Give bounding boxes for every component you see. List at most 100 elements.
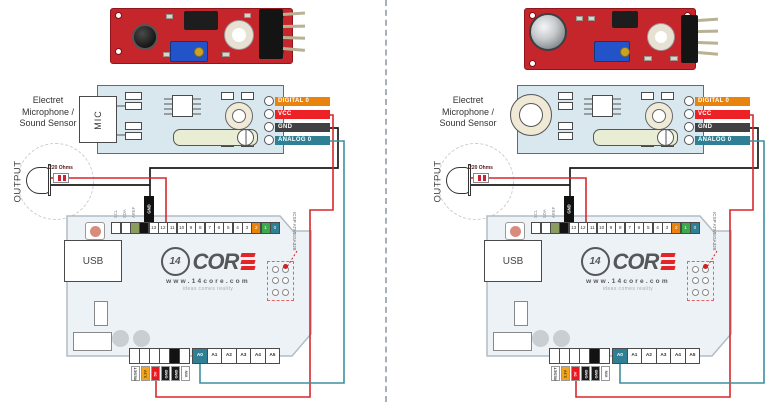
smd-part [125, 132, 142, 140]
schematic-pot [593, 129, 678, 146]
icsp-marker-dot [703, 264, 708, 269]
analog-pin: A4 [670, 348, 686, 364]
resistor-value-label: 220 Ohms [469, 165, 493, 171]
wire-led-pin12 [69, 177, 167, 222]
icsp-header [687, 261, 714, 301]
output-label: OUTPUT [12, 160, 24, 203]
logo-url: www.14core.com [166, 278, 250, 285]
wire-analog-a0 [619, 140, 765, 384]
reset-button-cap [510, 226, 521, 237]
reset-button-cap [90, 226, 101, 237]
reset-button [505, 222, 525, 240]
sensor-photo [524, 4, 724, 74]
photo-passive [163, 52, 170, 57]
led-flange [48, 164, 51, 196]
power-pin [179, 348, 190, 364]
microphone-icon [132, 24, 158, 50]
icsp-label: ICSP ATMEGA328 [712, 212, 717, 251]
power-pin-tag: 5V [571, 366, 580, 381]
icsp-pin [702, 288, 710, 296]
smd-part [558, 122, 573, 130]
power-pin-tag-label: 3.3V [562, 369, 568, 378]
analog-pin: A0 [612, 348, 628, 364]
photo-passive [222, 52, 230, 57]
smd-part [641, 92, 654, 100]
logo-tagline: ideas comes reality [602, 286, 654, 292]
pin-circle [264, 122, 274, 132]
analog-pin: A5 [684, 348, 700, 364]
capacitor [133, 330, 150, 347]
board-logo: 14 COR www.14core.com ideas comes realit… [142, 247, 274, 299]
smd-part [125, 92, 142, 100]
sensor-pin-tag: GND [275, 123, 330, 132]
power-jack [493, 332, 532, 351]
capacitor [532, 330, 549, 347]
logo-badge-text: 14 [169, 256, 181, 267]
logo-word: COR [192, 248, 240, 274]
sensor-photo [106, 2, 306, 68]
led-icon [446, 167, 470, 194]
pin-label-scl: SCL [112, 209, 118, 218]
sensor-pin-tag: DIGITAL 0 [695, 97, 750, 106]
caption-line: Electret [32, 95, 64, 105]
capacitor [553, 330, 570, 347]
logo-row: 14 COR [142, 247, 274, 276]
led-flange [468, 164, 471, 196]
pin-label-sda: SDA [121, 209, 127, 218]
pin-circle [684, 109, 694, 119]
schematic-ic [172, 95, 193, 117]
power-pin-tag-label: GND [163, 369, 169, 378]
photo-passive [644, 56, 652, 61]
microphone-icon [529, 13, 567, 51]
analog-pin: A0 [192, 348, 208, 364]
power-pin-tag-label: 5V [572, 371, 578, 376]
sensor-pin-tag: DIGITAL 0 [275, 97, 330, 106]
output-dashed-circle [17, 143, 94, 220]
mic-stub-lines [117, 105, 125, 136]
power-pin-tag: 5V [151, 366, 160, 381]
power-pin-tag: 3.3V [561, 366, 570, 381]
smd-part [125, 102, 142, 110]
icsp-pin [282, 277, 290, 285]
pin-label-sda: SDA [541, 209, 547, 218]
power-pin-tag: GND [161, 366, 170, 381]
icsp-label: ICSP ATMEGA328 [292, 212, 297, 251]
usb-label: USB [82, 255, 104, 267]
wiring-overlay [51, 98, 345, 398]
sensor-caption: Electret Microphone / Sound Sensor [0, 95, 96, 130]
sensor-caption: Electret Microphone / Sound Sensor [420, 95, 516, 130]
usb-port: USB [64, 240, 122, 282]
pin-circle [264, 96, 274, 106]
photo-passive [588, 16, 595, 21]
caption-line: Microphone / [441, 106, 495, 117]
analog-pin: A3 [235, 348, 251, 364]
icsp-pin [271, 288, 279, 296]
logo-badge: 14 [580, 247, 610, 276]
analog-pin: A1 [206, 348, 222, 364]
crystal [94, 301, 108, 326]
power-pin-tag: VIN [181, 366, 190, 381]
resistor-icon [473, 173, 489, 183]
reset-button [85, 222, 105, 240]
smd-part [558, 132, 573, 140]
caption-line: Electret [452, 95, 484, 105]
icsp-pointer-line [286, 250, 298, 268]
crystal [514, 301, 528, 326]
smd-part [221, 92, 234, 100]
schematic-group: Electret Microphone / Sound Sensor DIGIT… [420, 0, 768, 402]
photo-ic-chip [184, 11, 218, 30]
led-icon [26, 167, 50, 194]
power-pin-tag: 3.3V [141, 366, 150, 381]
logo-badge: 14 [160, 247, 190, 276]
wire-vcc-5v [575, 114, 754, 398]
icsp-pin [702, 277, 710, 285]
smd-part [125, 122, 142, 130]
pin-circle [264, 109, 274, 119]
icsp-pin [271, 266, 279, 274]
arduino-board-shape [486, 215, 732, 357]
power-pin-header [129, 348, 190, 364]
icsp-pins [268, 262, 293, 300]
photo-passive [244, 13, 251, 18]
